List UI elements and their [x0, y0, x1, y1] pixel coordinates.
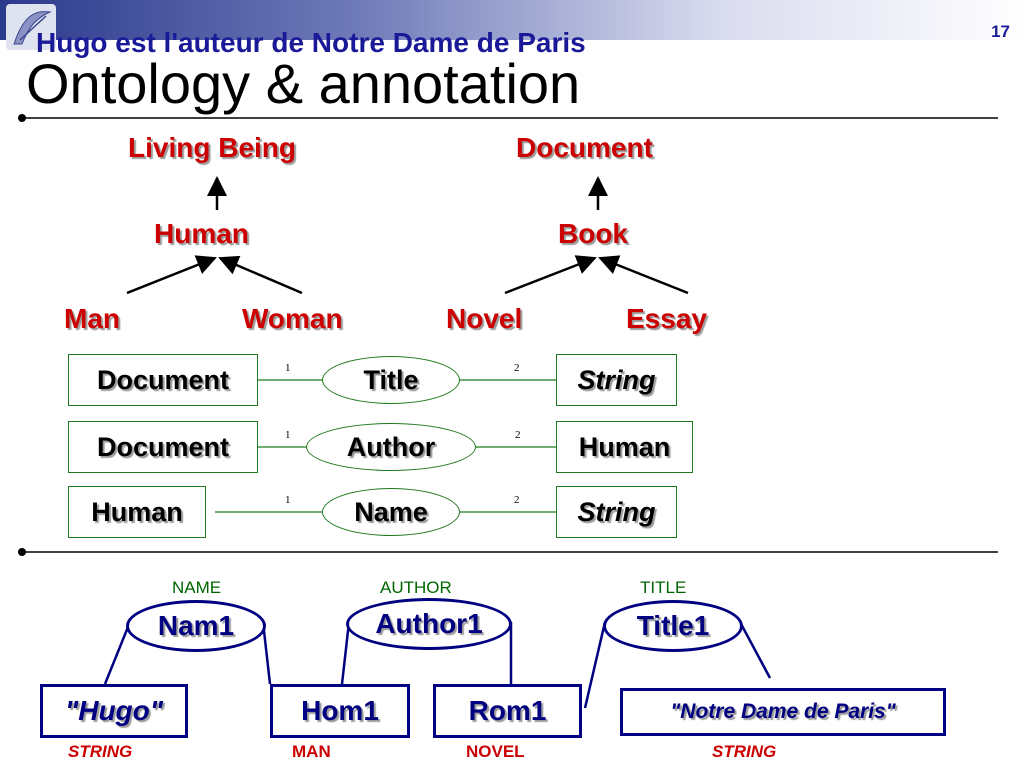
relation-2-range-box: Human: [556, 421, 693, 473]
relation-2-name: Author: [346, 431, 436, 462]
concept-book: Book: [558, 218, 628, 249]
relation-2-range: Human: [578, 431, 671, 462]
bullet-top: [18, 114, 26, 122]
relation-3-name: Name: [354, 496, 428, 527]
logo-icon: [6, 4, 56, 50]
concept-human: Human: [154, 218, 249, 249]
relation-3-range: String: [577, 496, 656, 527]
concept-novel: Novel: [446, 303, 523, 334]
relation-3-domain-box: Human: [68, 486, 206, 538]
annotation-instance-rom1-label: Rom1: [468, 695, 547, 726]
annotation-instance-hugo-label: "Hugo": [64, 695, 164, 726]
annotation-type-novel: NOVEL: [466, 742, 525, 761]
annotation-type-author: AUTHOR: [380, 578, 452, 597]
annotation-instance-notre-dame-label: "Notre Dame de Paris": [670, 700, 896, 723]
annotation-type-title: TITLE: [640, 578, 687, 597]
concept-woman: Woman: [242, 303, 343, 334]
relation-1-arg2: 2: [514, 362, 520, 374]
slide-title: Ontology & annotation: [26, 52, 581, 115]
bullet-bottom: [18, 548, 26, 556]
concept-living-being: Living Being: [128, 132, 296, 163]
annotation-relation-title1: Title1: [603, 600, 743, 652]
relation-1-arg1: 1: [285, 362, 291, 374]
arrow-woman-human: [218, 255, 303, 295]
relation-2-arg2: 2: [515, 429, 521, 441]
relation-1-domain: Document: [96, 364, 229, 395]
relation-2-ellipse: Author: [306, 423, 476, 471]
relation-3-ellipse: Name: [322, 488, 460, 536]
annotation-instance-hom1-label: Hom1: [301, 695, 379, 726]
annotation-relation-nam1: Nam1: [126, 600, 266, 652]
annotation-type-name: NAME: [172, 578, 222, 597]
relation-2-domain-box: Document: [68, 421, 258, 473]
annotation-relation-author1-label: Author1: [375, 608, 483, 639]
relation-1-domain-box: Document: [68, 354, 258, 406]
annotation-type-string-2: STRING: [712, 742, 777, 761]
relation-3-range-box: String: [556, 486, 677, 538]
relation-3-arg1: 1: [285, 494, 291, 506]
page-number: 17: [991, 22, 1010, 41]
relation-1-range: String: [577, 364, 656, 395]
annotation-relation-author1: Author1: [346, 598, 512, 650]
relation-3-arg2: 2: [514, 494, 520, 506]
slide-subtitle: Hugo est l'auteur de Notre Dame de Paris: [36, 27, 586, 58]
arrow-man-human: [126, 255, 217, 295]
relation-2-domain: Document: [96, 431, 229, 462]
arrow-novel-book: [504, 255, 597, 295]
annotation-type-man: MAN: [292, 742, 331, 761]
annotation-instance-rom1: Rom1: [433, 684, 582, 738]
relation-2-arg1: 1: [285, 429, 291, 441]
annotation-instance-hom1: Hom1: [270, 684, 410, 738]
annotation-instance-hugo: "Hugo": [40, 684, 188, 738]
header-band: [0, 0, 1024, 40]
annotation-type-string-1: STRING: [68, 742, 133, 761]
concept-man: Man: [64, 303, 120, 334]
concept-document: Document: [516, 132, 653, 163]
relation-1-name: Title: [363, 364, 419, 395]
arrow-essay-book: [598, 255, 689, 295]
concept-essay: Essay: [626, 303, 707, 334]
annotation-instance-notre-dame: "Notre Dame de Paris": [620, 688, 946, 736]
annotation-relation-title1-label: Title1: [636, 610, 710, 641]
relation-1-range-box: String: [556, 354, 677, 406]
annotation-relation-nam1-label: Nam1: [157, 610, 235, 641]
relation-3-domain: Human: [91, 496, 183, 527]
relation-1-ellipse: Title: [322, 356, 460, 404]
